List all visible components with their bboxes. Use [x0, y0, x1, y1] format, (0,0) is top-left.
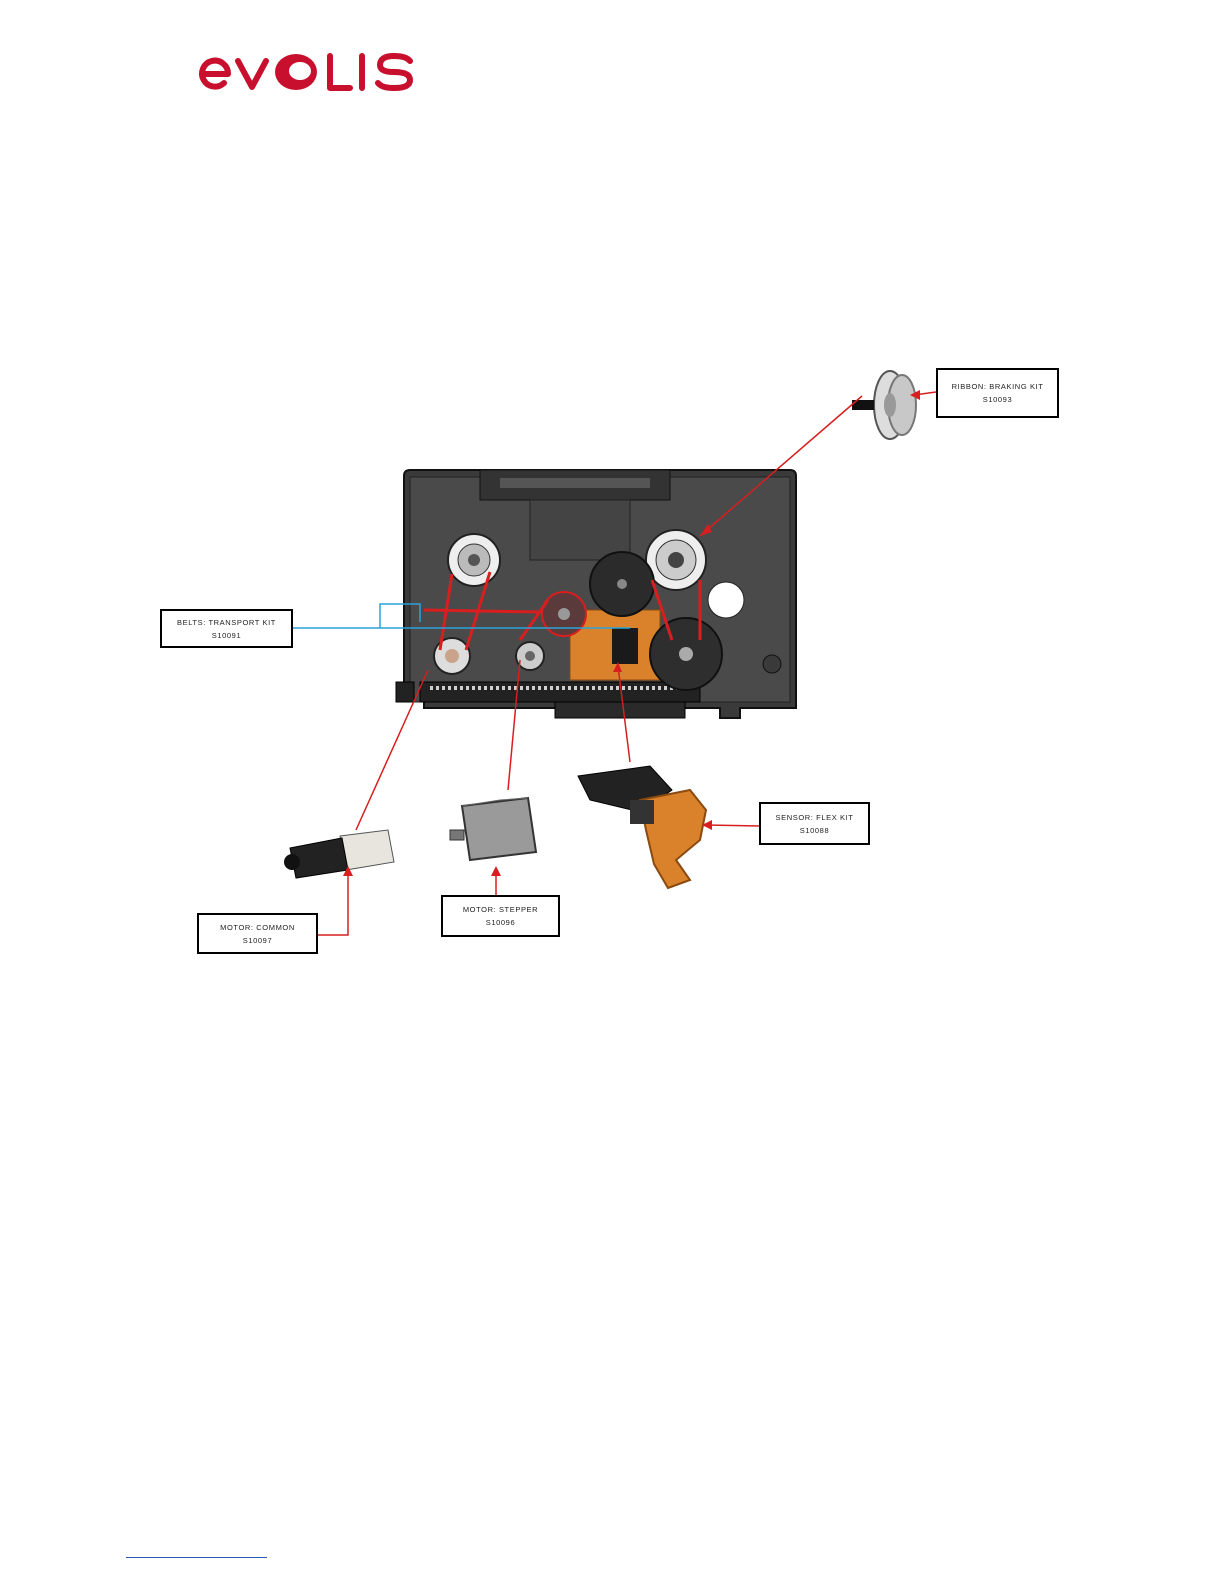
ribbon-braking-kit-part [852, 371, 916, 439]
callout-code: S10093 [983, 393, 1012, 406]
sensor-flex-kit-part [578, 766, 706, 888]
footer-link-underline[interactable] [126, 1557, 267, 1558]
callout-code: S10097 [243, 934, 272, 947]
callout-motor-common: MOTOR: COMMON S10097 [197, 913, 318, 954]
callout-name: RIBBON: BRAKING KIT [952, 380, 1044, 393]
callout-sensor-flex-kit: SENSOR: FLEX KIT S10088 [759, 802, 870, 845]
callout-ribbon-braking-kit: RIBBON: BRAKING KIT S10093 [936, 368, 1059, 418]
callout-code: S10096 [486, 916, 515, 929]
callout-code: S10091 [212, 629, 241, 642]
callout-name: BELTS: TRANSPORT KIT [177, 616, 276, 629]
callout-name: MOTOR: STEPPER [463, 903, 538, 916]
callout-code: S10088 [800, 824, 829, 837]
callout-name: SENSOR: FLEX KIT [776, 811, 854, 824]
callout-belts-transport-kit: BELTS: TRANSPORT KIT S10091 [160, 609, 293, 648]
callout-name: MOTOR: COMMON [220, 921, 295, 934]
motor-stepper-part [450, 798, 536, 860]
callout-motor-stepper: MOTOR: STEPPER S10096 [441, 895, 560, 937]
printer-chassis [396, 470, 796, 718]
motor-common-part [284, 830, 394, 878]
